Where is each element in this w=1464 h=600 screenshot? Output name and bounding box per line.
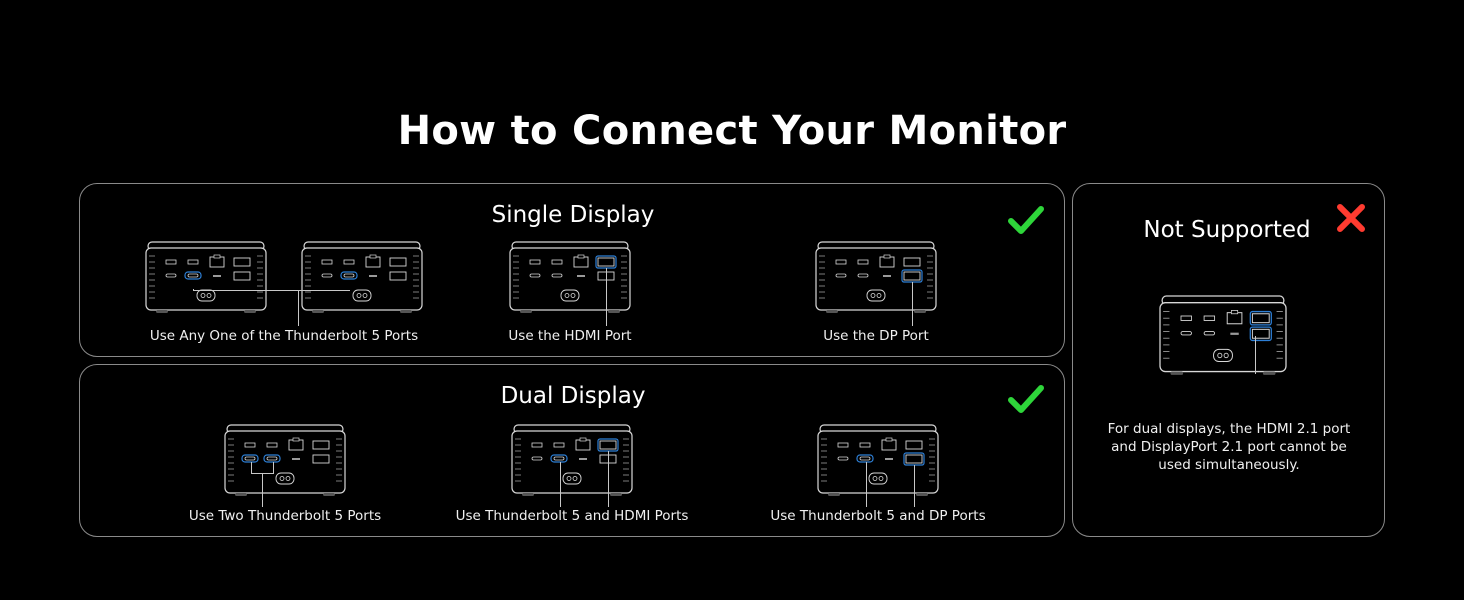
- leader-line: [273, 462, 274, 474]
- cross-icon: [1337, 204, 1365, 232]
- dual-display-panel: Dual Display Use Two Thunderbolt 5 Ports…: [79, 364, 1065, 537]
- leader-line: [251, 462, 252, 474]
- leader-line: [193, 290, 350, 291]
- leader-line: [608, 451, 609, 507]
- dual-display-title: Dual Display: [500, 383, 646, 409]
- device-illustration: [301, 241, 423, 314]
- device-illustration: [1159, 295, 1287, 376]
- device-illustration: [817, 424, 939, 497]
- not-supported-note: For dual displays, the HDMI 2.1 port and…: [1107, 421, 1351, 473]
- single-display-title: Single Display: [491, 202, 655, 228]
- device-illustration: [509, 241, 631, 314]
- caption-thunderbolt-any: Use Any One of the Thunderbolt 5 Ports: [149, 328, 419, 344]
- leader-line: [1255, 336, 1256, 374]
- caption-thunderbolt-hdmi: Use Thunderbolt 5 and HDMI Ports: [455, 508, 689, 524]
- not-supported-title: Not Supported: [1143, 217, 1311, 243]
- leader-line: [866, 462, 867, 507]
- check-icon: [1008, 206, 1044, 234]
- device-illustration: [511, 424, 633, 497]
- leader-line: [298, 290, 299, 326]
- leader-line: [560, 462, 561, 507]
- not-supported-panel: Not Supported For dual displays, the HDM…: [1072, 183, 1385, 537]
- device-illustration: [815, 241, 937, 314]
- device-illustration: [145, 241, 267, 314]
- check-icon: [1008, 385, 1044, 413]
- leader-line: [914, 465, 915, 507]
- caption-dp: Use the DP Port: [823, 328, 929, 344]
- caption-thunderbolt-dp: Use Thunderbolt 5 and DP Ports: [770, 508, 986, 524]
- leader-line: [912, 282, 913, 326]
- caption-hdmi: Use the HDMI Port: [508, 328, 632, 344]
- leader-line: [606, 268, 607, 326]
- device-illustration: [224, 424, 346, 497]
- page-title: How to Connect Your Monitor: [397, 108, 1067, 154]
- leader-line: [262, 473, 263, 507]
- single-display-panel: Single Display Use Any One of the Thunde…: [79, 183, 1065, 357]
- caption-two-thunderbolt: Use Two Thunderbolt 5 Ports: [188, 508, 382, 524]
